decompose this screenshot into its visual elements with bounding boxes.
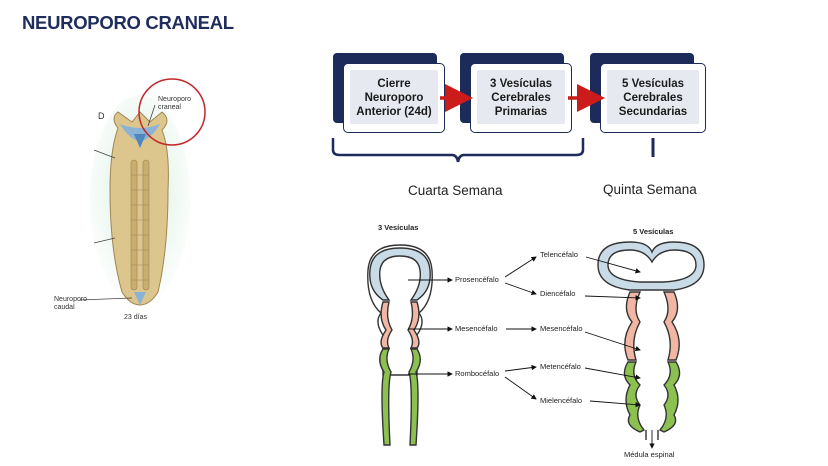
- label-cuarta-semana: Cuarta Semana: [408, 183, 503, 198]
- label-mielencefalo: Mielencéfalo: [540, 396, 583, 405]
- label-neuroporo-caudal: Neuroporo caudal: [54, 296, 88, 311]
- label-prosencefalo: Prosencéfalo: [455, 275, 499, 284]
- embryo-illustration: [79, 95, 190, 306]
- embryo-panel-letter: D: [98, 111, 105, 121]
- tube-5-vesicles: [597, 241, 705, 440]
- label-rombocefalo: Rombocéfalo: [455, 369, 500, 378]
- flow-box-1-label: Cierre Neuroporo Anterior (24d): [356, 78, 432, 118]
- title-3-vesiculas: 3 Vesículas: [378, 223, 419, 232]
- label-mesencefalo-secondary: Mesencéfalo: [540, 324, 583, 333]
- label-telencefalo: Telencéfalo: [540, 250, 578, 259]
- flow-box-2-label: 3 Vesículas Cerebrales Primarias: [489, 78, 553, 118]
- label-neuroporo-craneal: Neuroporo craneal: [158, 96, 192, 111]
- label-metencefalo: Metencéfalo: [540, 362, 581, 371]
- page-title: NEUROPORO CRANEAL: [22, 12, 234, 33]
- flow-box-3-label: 5 Vesículas Cerebrales Secundarias: [618, 78, 688, 118]
- label-medula-espinal: Médula espinal: [624, 450, 675, 459]
- brace-fourth-week: [331, 138, 585, 163]
- label-mesencefalo-primary: Mesencéfalo: [455, 324, 498, 333]
- label-day: 23 días: [124, 314, 147, 321]
- title-5-vesiculas: 5 Vesículas: [633, 227, 674, 236]
- highlight-circle: [138, 78, 206, 146]
- label-diencefalo: Diencéfalo: [540, 289, 576, 298]
- tube-3-vesicles: [367, 244, 433, 446]
- label-quinta-semana: Quinta Semana: [603, 182, 697, 197]
